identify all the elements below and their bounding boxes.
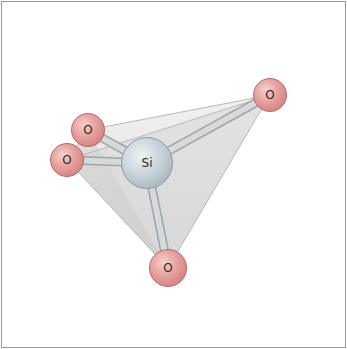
bond-outline	[83, 161, 122, 162]
oxygen-atom: O	[149, 249, 187, 287]
bond-fill	[83, 161, 122, 162]
bond-fill	[169, 103, 256, 151]
bond-rod	[152, 188, 165, 251]
bond-outline	[169, 103, 256, 151]
atom-label: O	[265, 89, 274, 101]
bond-fill	[152, 188, 165, 251]
oxygen-atom: O	[253, 78, 287, 112]
tetrahedron-face	[67, 95, 270, 268]
bond-rod	[102, 138, 125, 151]
atom-label: Si	[142, 157, 153, 169]
atom-label: O	[163, 262, 172, 274]
oxygen-atom: O	[50, 143, 84, 177]
bond-outline	[152, 188, 165, 251]
atom-label: O	[83, 124, 92, 136]
silicon-atom: Si	[121, 137, 173, 189]
bond-outline	[102, 138, 125, 151]
oxygen-atom: O	[71, 113, 105, 147]
bond-fill	[102, 138, 125, 151]
bond-rod	[83, 161, 122, 162]
tetrahedron-edge	[67, 95, 270, 268]
atom-label: O	[62, 154, 71, 166]
bond-rod	[169, 103, 256, 151]
